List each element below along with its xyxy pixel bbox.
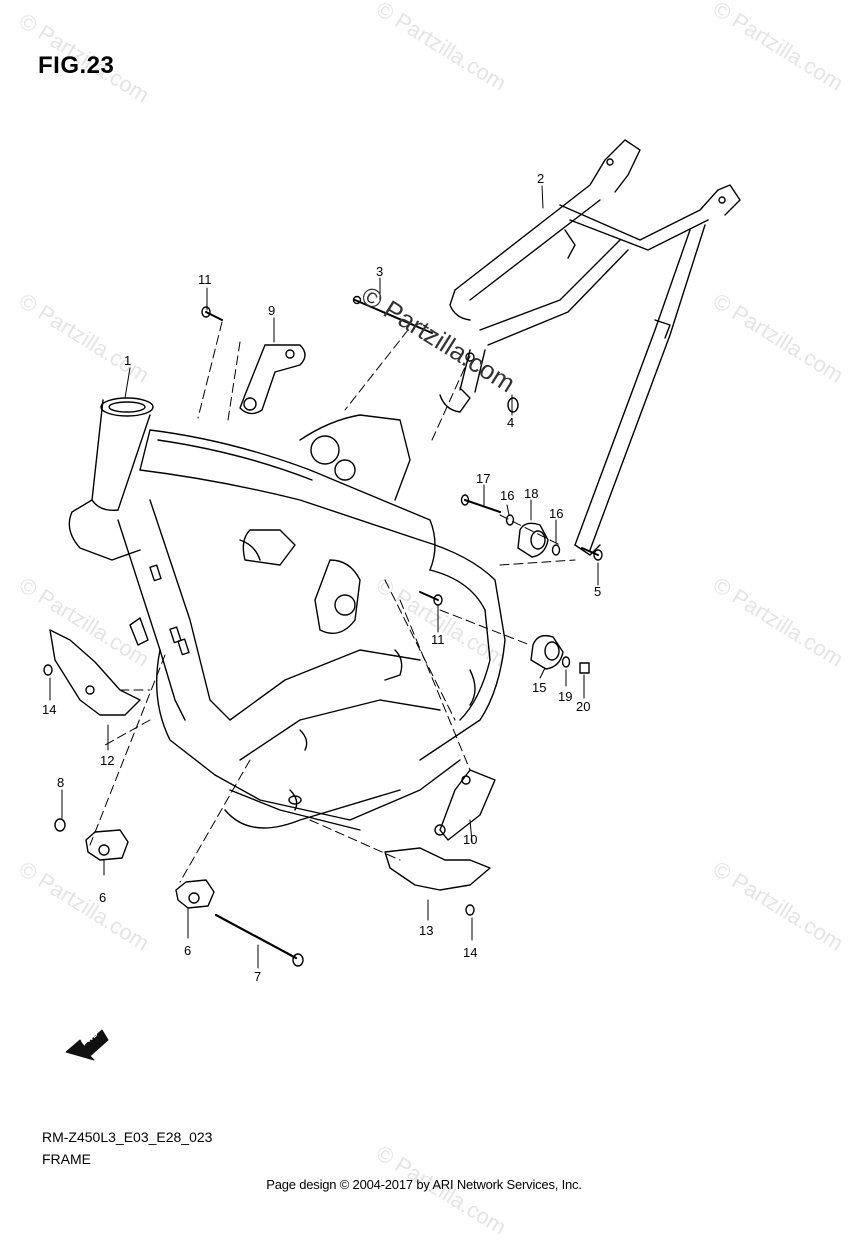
callout-leaders — [49, 185, 599, 969]
callout-11a: 11 — [198, 272, 212, 287]
callout-6b: 6 — [184, 943, 191, 958]
forward-arrow-icon: FWD — [65, 1029, 109, 1061]
callout-5: 5 — [594, 584, 601, 599]
callout-20: 20 — [576, 699, 590, 714]
callout-18: 18 — [524, 486, 538, 501]
callout-numbers: 1 2 3 4 5 6 6 7 8 9 10 11 11 12 13 14 14… — [42, 171, 601, 984]
callout-6a: 6 — [99, 890, 106, 905]
callout-8: 8 — [57, 775, 64, 790]
callout-17: 17 — [476, 471, 490, 486]
model-code: RM-Z450L3_E03_E28_023 — [42, 1129, 213, 1145]
callout-12: 12 — [100, 753, 114, 768]
callout-16b: 16 — [549, 506, 563, 521]
callout-16a: 16 — [500, 488, 514, 503]
callout-11b: 11 — [431, 632, 445, 647]
callout-14a: 14 — [42, 702, 56, 717]
main-frame-drawing — [68, 397, 506, 831]
figure-title: FIG.23 — [38, 52, 115, 79]
callout-10: 10 — [463, 832, 477, 847]
small-parts-drawing — [43, 295, 603, 967]
page-footer: Page design © 2004-2017 by ARI Network S… — [266, 1177, 582, 1192]
callout-1: 1 — [124, 353, 131, 368]
callout-4: 4 — [507, 415, 514, 430]
callout-7: 7 — [254, 969, 261, 984]
callout-19: 19 — [558, 689, 572, 704]
section-name: FRAME — [42, 1151, 91, 1167]
callout-13: 13 — [419, 923, 433, 938]
callout-2: 2 — [537, 171, 544, 186]
leader-lines — [89, 321, 576, 883]
rear-subframe-drawing — [439, 139, 741, 556]
callout-9: 9 — [268, 303, 275, 318]
callout-14b: 14 — [463, 945, 477, 960]
callout-15: 15 — [532, 680, 546, 695]
callout-3: 3 — [376, 264, 383, 279]
frame-exploded-diagram: 1 2 3 4 5 6 6 7 8 9 10 11 11 12 13 14 14… — [42, 139, 741, 1061]
parts-diagram-page: © Partzilla.com © Partzilla.com © Partzi… — [15, 0, 848, 1240]
